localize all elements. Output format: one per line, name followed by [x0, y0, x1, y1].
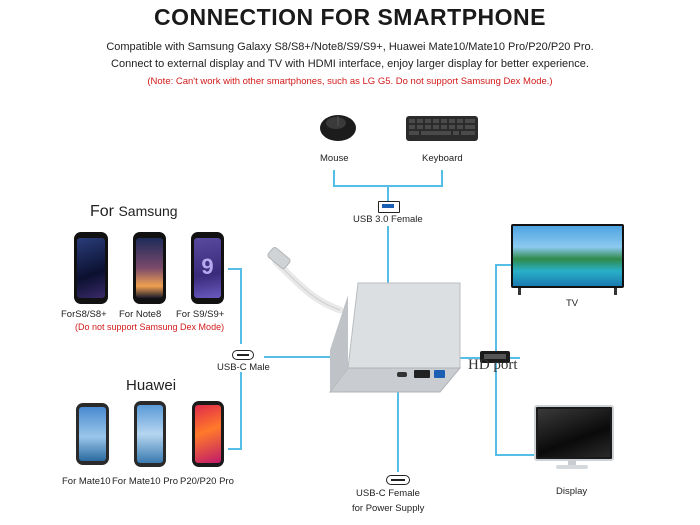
usb3-label: USB 3.0 Female	[353, 214, 423, 225]
tv-icon	[511, 224, 624, 288]
samsung-s9-label: For S9/S9+	[176, 309, 225, 320]
display-icon	[534, 405, 614, 461]
tv-label: TV	[566, 298, 579, 309]
galaxy-s8-phone	[74, 232, 108, 304]
samsung-dex-note: (Do not support Samsung Dex Mode)	[75, 322, 225, 332]
huawei-mate10pro-label: For Mate10 Pro	[112, 476, 179, 487]
display-label: Display	[556, 486, 588, 497]
galaxy-s9-phone: 9	[191, 232, 224, 304]
p20-phone	[192, 401, 224, 467]
compatibility-note: (Note: Can't work with other smartphones…	[147, 76, 553, 87]
power-supply-label: for Power Supply	[352, 503, 425, 514]
hd-port-label: HD port	[468, 357, 518, 373]
samsung-s8-label: ForS8/S8+	[61, 309, 107, 320]
huawei-heading: Huawei	[126, 377, 177, 394]
compatibility-text: Compatible with Samsung Galaxy S8/S8+/No…	[106, 41, 594, 53]
samsung-note8-label: For Note8	[119, 309, 162, 320]
s9-screen-digit: 9	[201, 254, 214, 279]
mate10-phone	[76, 403, 109, 465]
usbc-male-icon	[232, 350, 254, 360]
huawei-mate10-label: For Mate10	[62, 476, 111, 487]
usbc-female-label: USB-C Female	[356, 488, 420, 499]
samsung-heading: For Samsung	[90, 203, 178, 220]
galaxy-note8-phone	[133, 232, 166, 304]
mouse-label: Mouse	[320, 153, 349, 164]
usbc-male-label: USB-C Male	[217, 362, 270, 373]
keyboard-label: Keyboard	[422, 153, 463, 164]
usbc-female-icon	[386, 475, 410, 485]
mate10-pro-phone	[134, 401, 166, 467]
huawei-p20-label: P20/P20 Pro	[180, 476, 234, 487]
page-title: CONNECTION FOR SMARTPHONE	[154, 4, 546, 30]
feature-text: Connect to external display and TV with …	[111, 58, 589, 70]
usb3-port-icon	[378, 201, 400, 213]
hdmi-port-icon	[480, 351, 510, 363]
